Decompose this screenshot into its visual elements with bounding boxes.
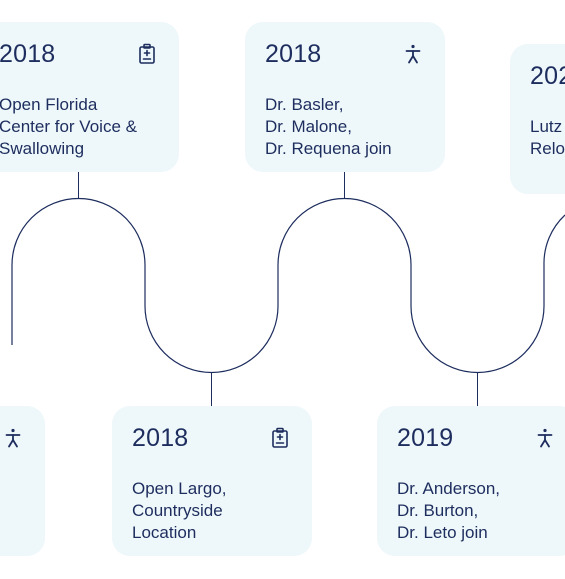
connector-4 — [211, 372, 212, 406]
card-description: Open Florida Center for Voice & Swallowi… — [0, 95, 137, 158]
timeline-card-3: 202 Lutz Relo — [510, 44, 565, 194]
person-icon — [1, 426, 25, 450]
timeline-card-5: 2018 Open Largo, Countryside Location — [112, 406, 312, 556]
timeline-card-2: 2018 Dr. Basler, Dr. Malone, Dr. Requena… — [245, 22, 445, 172]
hospital-icon — [135, 42, 159, 66]
timeline-card-6: 2019 Dr. Anderson, Dr. Burton, Dr. Leto … — [377, 406, 565, 556]
card-description: Dr. Anderson, Dr. Burton, Dr. Leto join — [397, 479, 501, 542]
card-description: Open Largo, Countryside Location — [132, 479, 227, 542]
connector-5 — [477, 372, 478, 406]
connector-1 — [78, 172, 79, 199]
card-description: Lutz Relo — [530, 117, 565, 158]
timeline-card-4 — [0, 406, 45, 556]
card-year: 202 — [530, 62, 565, 90]
card-description: Dr. Basler, Dr. Malone, Dr. Requena join — [265, 95, 392, 158]
hospital-icon — [268, 426, 292, 450]
card-year: 2018 — [132, 424, 189, 452]
timeline-card-1: 2018 Open Florida Center for Voice & Swa… — [0, 22, 179, 172]
card-year: 2018 — [0, 40, 56, 68]
person-icon — [533, 426, 557, 450]
card-year: 2019 — [397, 424, 454, 452]
person-icon — [401, 42, 425, 66]
connector-2 — [344, 172, 345, 199]
card-year: 2018 — [265, 40, 322, 68]
